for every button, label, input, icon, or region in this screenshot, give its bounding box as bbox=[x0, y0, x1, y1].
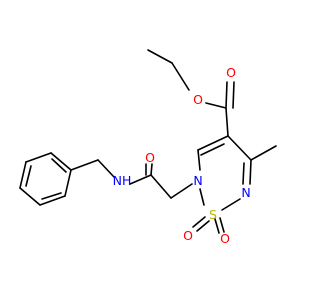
bond-ring-n-s bbox=[221, 198, 241, 211]
bond-ring-c4-c3 bbox=[227, 135, 252, 161]
bond-amide-c-nh bbox=[129, 174, 152, 185]
bond-benzene-3 bbox=[19, 187, 41, 206]
bond-ethyl-ch2-o bbox=[171, 62, 190, 91]
bond-benzene-4 bbox=[19, 161, 27, 189]
bond-ring-s-n bbox=[199, 188, 205, 206]
bond-ring-c3-methyl bbox=[250, 145, 277, 161]
atom-amide-n-symbol: N bbox=[113, 173, 122, 188]
bond-nh-benzyl-ch2 bbox=[97, 159, 115, 178]
atom-sulfonyl-oxygen-left: O bbox=[183, 228, 193, 243]
bond-ring-n-c5 bbox=[197, 149, 201, 171]
bond-layer bbox=[19, 49, 277, 234]
bond-n-ch2 bbox=[170, 183, 193, 199]
molecule-structure-diagram: O O N N NH O S O O bbox=[19, 49, 277, 246]
atom-amide-h-symbol: H bbox=[122, 173, 131, 188]
bond-ring-c4-c5-b bbox=[200, 143, 225, 156]
atom-amide-oxygen: O bbox=[145, 150, 155, 165]
bond-benzene-5 bbox=[25, 152, 52, 163]
bond-s-o-left-a bbox=[192, 216, 206, 228]
bond-benzene-1 bbox=[64, 169, 72, 197]
bond-benzene-inner-1 bbox=[41, 192, 62, 200]
bond-ethyl-ch3 bbox=[147, 49, 173, 64]
bond-ch2-amide-c bbox=[150, 174, 172, 199]
bond-carbonyl-o-double-a bbox=[225, 81, 228, 109]
atom-ring-nitrogen-lower: N bbox=[193, 173, 202, 188]
bond-s-o-left-b bbox=[196, 220, 210, 232]
atom-ring-nitrogen-upper: N bbox=[241, 185, 250, 200]
atom-sulfur: S bbox=[209, 207, 217, 222]
bond-benzene-inner-2 bbox=[25, 165, 32, 187]
bond-ring-c3-n-b bbox=[242, 162, 245, 185]
bond-benzyl-ch2-phenyl bbox=[70, 159, 99, 171]
atom-label-layer: O O N N NH O S O O bbox=[113, 65, 251, 246]
bond-s-o-right-a bbox=[214, 218, 220, 234]
bond-s-o-right-b bbox=[219, 217, 225, 233]
atom-ester-oxygen-top: O bbox=[226, 65, 236, 80]
bond-ring-c3-n-a bbox=[249, 159, 252, 185]
bond-ester-o-carbonyl bbox=[205, 102, 227, 109]
bond-amide-c-o-a bbox=[150, 163, 153, 176]
bond-benzene-inner-3 bbox=[51, 158, 67, 173]
bond-carbonyl-o-double-b bbox=[232, 81, 235, 109]
bond-benzene-6 bbox=[50, 152, 72, 171]
atom-sulfonyl-oxygen-right: O bbox=[220, 231, 230, 246]
bond-benzene-2 bbox=[39, 195, 66, 206]
bond-carbonyl-ring bbox=[225, 107, 229, 137]
bond-ring-c4-c5-a bbox=[197, 135, 229, 151]
atom-amide-nitrogen: NH bbox=[113, 173, 132, 188]
atom-ester-oxygen-bottom: O bbox=[193, 92, 203, 107]
